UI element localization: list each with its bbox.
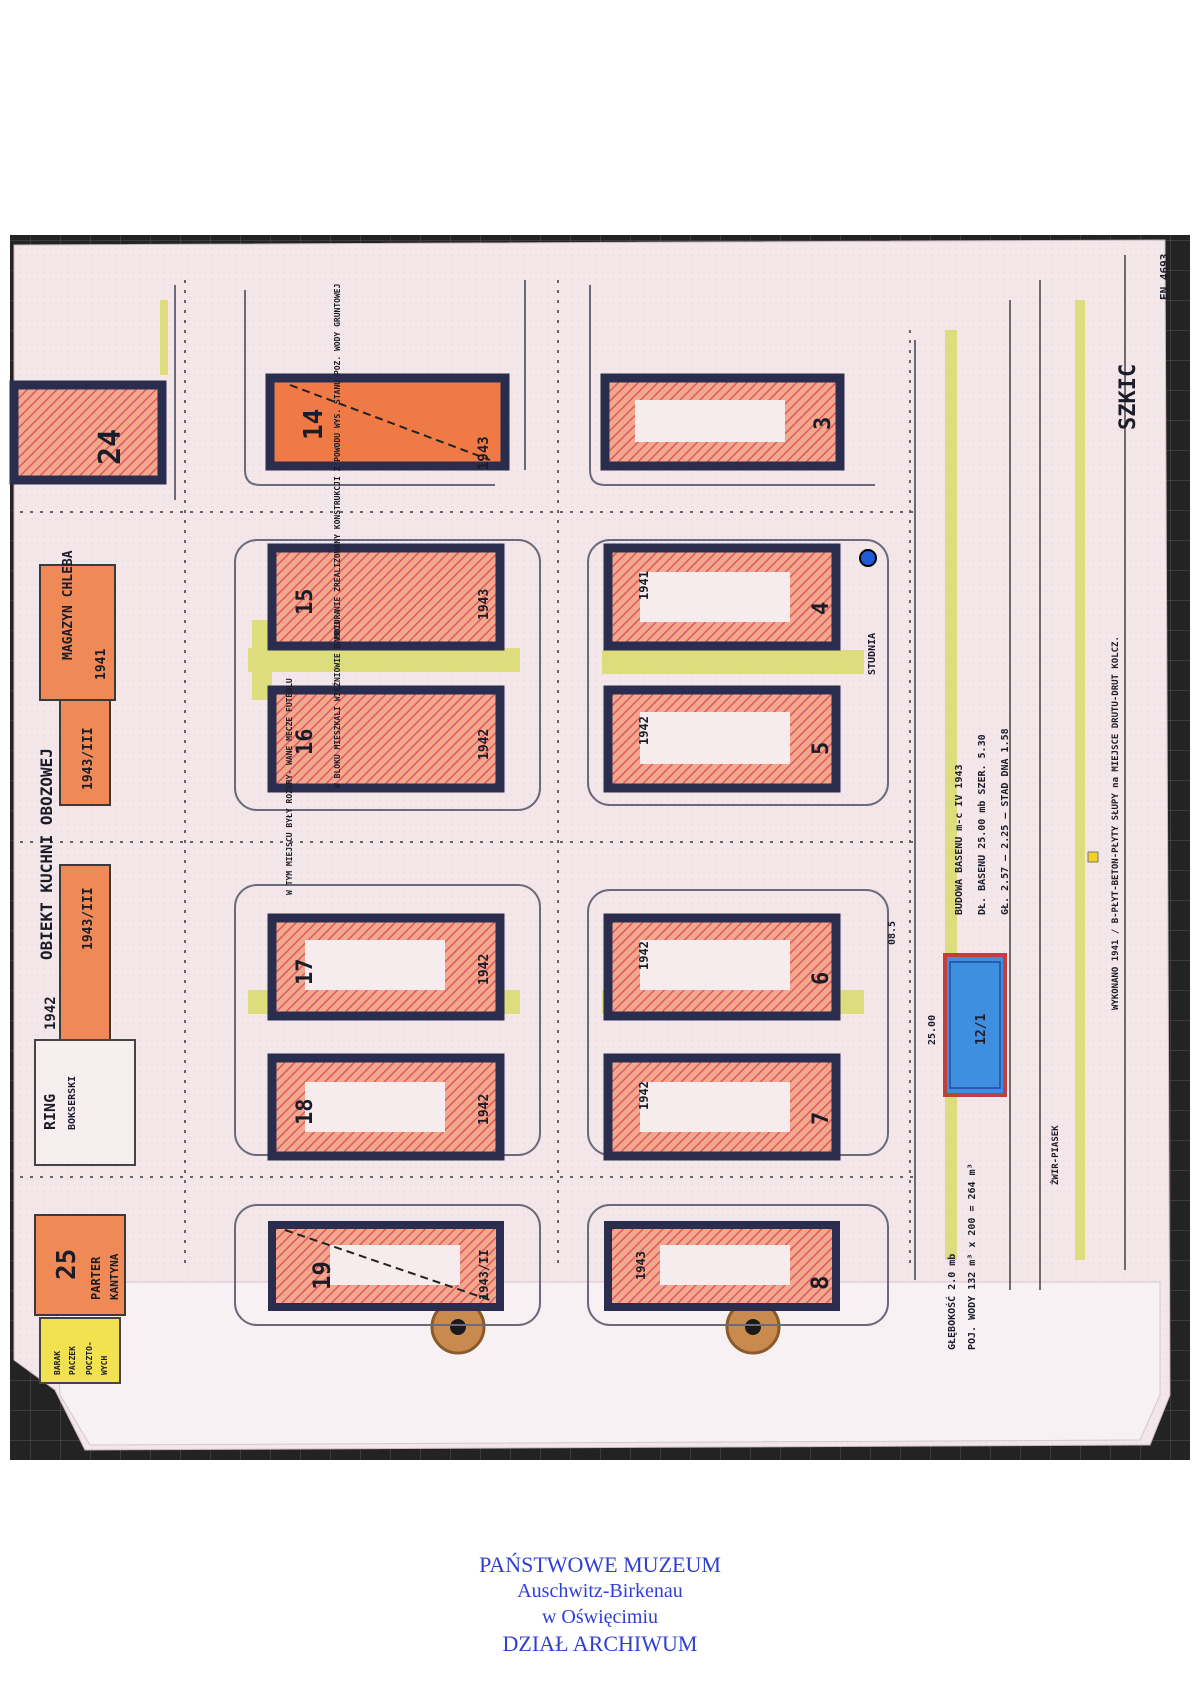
basin-info-1: BUDOWA BASENU m-c IV 1943: [954, 764, 965, 915]
block-18-year: 1942: [477, 1094, 492, 1125]
block-5: 5: [809, 742, 834, 755]
bread-label: MAGAZYN CHLEBA: [61, 550, 76, 660]
block-15: 15: [293, 589, 318, 616]
title-label: SZKIC: [1116, 364, 1141, 430]
block-8-year: 1943: [634, 1251, 648, 1280]
block-3: 3: [811, 417, 836, 430]
block-25-kantyna: KANTYNA: [108, 1253, 121, 1300]
block-19-year: 1943/II: [477, 1249, 491, 1300]
kitchen-label: OBIEKT KUCHNI OBOZOWEJ: [37, 748, 56, 960]
stamp-line-2: Auschwitz-Birkenau: [517, 1580, 683, 1602]
basin-info-2: DŁ. BASENU 25.00 mb SZER. 5.30: [977, 734, 988, 915]
block-16-year: 1942: [477, 729, 492, 760]
block-6: 6: [809, 972, 834, 985]
barak-4: WYCH: [100, 1356, 109, 1375]
block-25: 25: [52, 1249, 82, 1280]
stamp-line-1: PAŃSTWOWE MUZEUM: [479, 1552, 721, 1577]
block-15-year: 1943: [477, 589, 492, 620]
ring-label: RING: [41, 1094, 59, 1130]
note-block-16: W BLOKU MIESZKALI WIĘŹNIOWIE BAUBIURA: [331, 610, 342, 788]
block-14-year: 1943: [476, 436, 492, 470]
made-note: WYKONANO 1941 / B-PŁYT-BETON-PŁYTY SŁUPY…: [1111, 636, 1121, 1010]
football-note: W TYM MIEJSCU BYŁY ROZGRY- WANE MECZE FU…: [285, 678, 294, 895]
barak-3: POCZTO-: [85, 1341, 94, 1375]
paper-sheet: [13, 239, 1171, 1451]
water-basin: [943, 953, 1007, 1097]
basin-label: 12/1: [974, 1014, 989, 1045]
block-14: 14: [299, 409, 329, 440]
block-16: 16: [293, 729, 318, 756]
depth-info-1: GŁĘBOKOŚĆ 2.0 mb: [945, 1254, 958, 1350]
left-strip-buildings: [9, 380, 167, 1384]
block-4: 4: [809, 602, 834, 615]
year-a: 1943/III: [81, 727, 96, 790]
year-b: 1942: [43, 996, 59, 1030]
block-18: 18: [293, 1099, 318, 1126]
stamp-line-3: w Oświęcimiu: [541, 1606, 659, 1628]
block-19: 19: [308, 1261, 336, 1290]
paper-tab: [54, 1281, 1161, 1446]
barak-1: BARAK: [53, 1351, 62, 1375]
gravel-label: ŻWIR-PIASEK: [1050, 1125, 1061, 1185]
bread-year: 1941: [94, 649, 109, 680]
depth-info-2: POJ. WODY 132 m³ x 200 = 264 m³: [967, 1163, 978, 1350]
dim-085: 08.5: [887, 921, 898, 945]
dashed-diagonals: [284, 384, 491, 1301]
yellow-marker: [1087, 851, 1099, 863]
block-25-parter: PARTER: [89, 1256, 103, 1300]
dim-2500: 25.00: [927, 1015, 938, 1045]
barak-2: PACZEK: [68, 1346, 77, 1375]
block-4-year: 1941: [637, 571, 651, 600]
block-8: 8: [806, 1276, 834, 1290]
block-7: 7: [809, 1112, 834, 1125]
ring-label-2: BOKSERSKI: [67, 1076, 78, 1130]
block-6-year: 1942: [637, 941, 651, 970]
fence-line: [1009, 255, 1126, 1290]
well-label: STUDNIA: [867, 633, 878, 675]
block-7-year: 1942: [637, 1081, 651, 1110]
note-block-15: PROJ. NIE ZREALIZOWANY KONSTRUKCJI Z POW…: [333, 284, 342, 640]
block-24: 24: [93, 429, 128, 465]
block-17-year: 1942: [477, 954, 492, 985]
road-outlines: [174, 280, 916, 1326]
stamp-line-4: DZIAŁ ARCHIWUM: [502, 1631, 698, 1656]
well-marker: [859, 549, 877, 567]
block-5-year: 1942: [637, 716, 651, 745]
block-17: 17: [293, 959, 318, 986]
dotted-grid: [20, 280, 920, 1270]
archive-ref: EN.4693: [1158, 254, 1171, 300]
year-c: 1943/III: [81, 887, 96, 950]
basin-info-3: GŁ. 2.57 — 2.25 — STAD DNA 1.58: [1000, 728, 1011, 915]
